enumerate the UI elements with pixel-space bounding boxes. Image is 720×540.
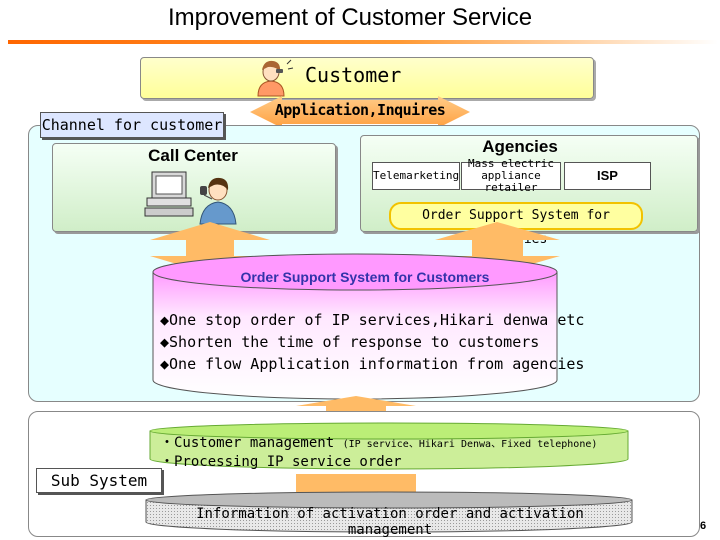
customer-management-text: ・Customer management (IP service、Hikari … (160, 432, 597, 452)
customer-person-icon (257, 59, 294, 97)
benefit-item-one-flow: ◆One flow Application information from a… (160, 355, 585, 373)
subsystem-tag: Sub System (36, 468, 162, 493)
application-label: Application,Inquires (274, 101, 446, 119)
activation-management-disk (145, 491, 633, 533)
agency-mass-electric-retailer-label: Mass electric appliance retailer (467, 157, 555, 194)
application-arrow (250, 96, 470, 128)
customer-order-support-label: Order Support System for Customers (240, 269, 490, 285)
page-number: 6 (700, 520, 707, 532)
customer-management-note: (IP service、Hikari Denwa、Fixed telephone… (342, 439, 598, 450)
page-title: Improvement of Customer Service (167, 4, 533, 31)
agency-telemarketing: Telemarketing (372, 162, 460, 190)
agencies-label: Agencies (482, 137, 558, 156)
activation-flow-arrow (296, 474, 416, 492)
agency-mass-electric-retailer: Mass electric appliance retailer (461, 158, 561, 194)
customer-label: Customer (305, 63, 402, 87)
activation-management-label: Information of activation order and acti… (196, 506, 584, 538)
processing-ip-order-text: ・Processing IP service order (160, 454, 402, 470)
title-rule (8, 40, 718, 44)
channel-tag: Channel for customer (40, 112, 224, 138)
benefit-item-response-time: ◆Shorten the time of response to custome… (160, 333, 540, 351)
call-center-label: Call Center (148, 146, 238, 165)
call-center-box (52, 143, 336, 232)
benefit-item-one-stop-order: ◆One stop order of IP services,Hikari de… (160, 311, 585, 329)
customer-management-disk (149, 422, 629, 470)
customer-box (140, 57, 594, 99)
call-center-operator-icon (144, 171, 237, 225)
customer-management-main: ・Customer management (160, 435, 335, 451)
agency-isp: ISP (564, 162, 651, 190)
customer-order-support-cylinder (152, 253, 558, 400)
